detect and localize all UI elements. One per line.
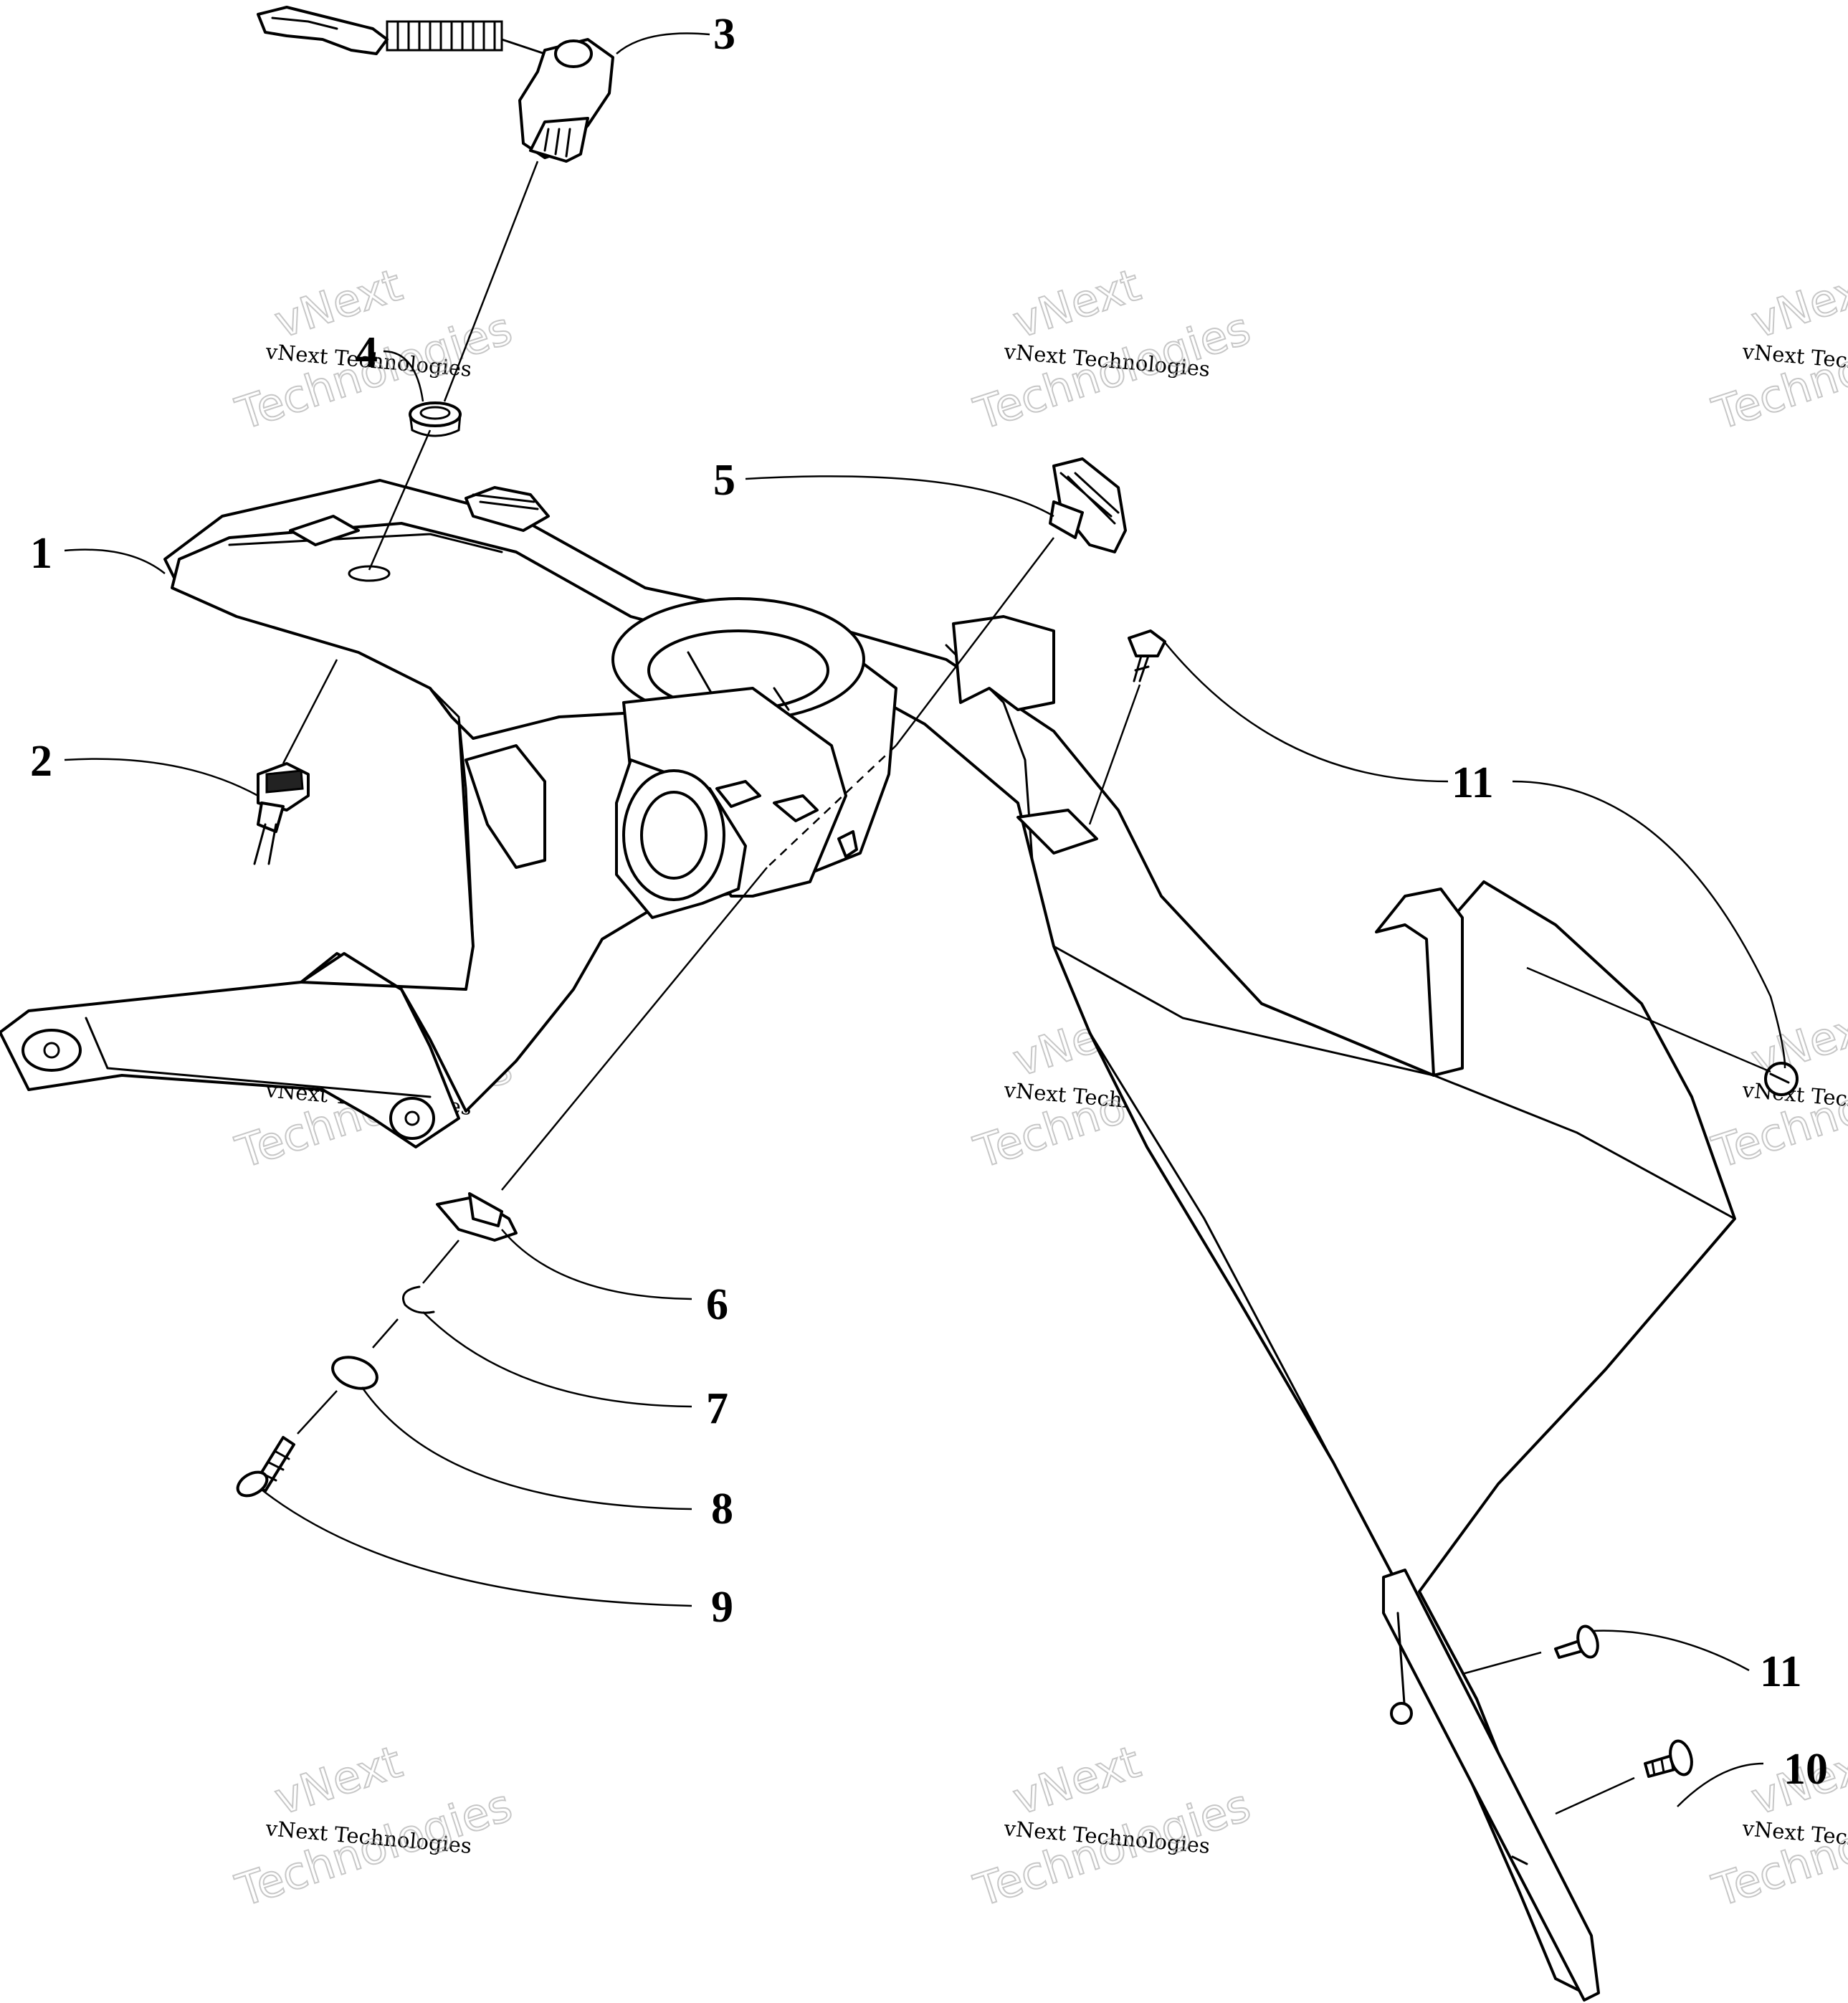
watermark-bottom: Technologies: [229, 1779, 518, 1917]
watermark-top: vNext: [268, 259, 408, 348]
callout-8: 8: [711, 1485, 733, 1533]
callout-7: 7: [706, 1384, 728, 1433]
button-cap-part: [1049, 457, 1127, 553]
callout-6: 6: [706, 1280, 728, 1329]
screw-part-10: [1644, 1739, 1693, 1778]
nut-part: [409, 401, 462, 437]
screw-part-11-lower: [1554, 1624, 1599, 1659]
screw-part-11-upper: [1128, 629, 1166, 682]
callout-leaders: [64, 32, 1786, 1807]
watermark: vNext vNext Technologies Technologies: [967, 258, 1257, 441]
key-lanyard-part: [257, 6, 614, 163]
watermark-bottom: Technologies: [968, 302, 1256, 440]
spring-clip-part: [402, 1285, 435, 1314]
console-part: [0, 479, 897, 1148]
switch-part: [253, 762, 310, 865]
watermark-top: vNext: [1006, 1736, 1146, 1825]
assembly-lines: [282, 161, 1771, 1815]
watermark-top: vNext: [1745, 259, 1848, 348]
callout-11-lower: 11: [1760, 1647, 1802, 1696]
side-panel-part: [780, 615, 1736, 2002]
bolt-part: [236, 1436, 295, 1498]
screw-part-11-right: [1764, 1062, 1799, 1096]
callout-2: 2: [30, 737, 52, 786]
callout-3: 3: [713, 10, 735, 59]
callout-1: 1: [30, 529, 52, 578]
clip-part: [436, 1192, 518, 1242]
watermark: vNext vNext Technologies Technologies: [1705, 258, 1848, 441]
watermark-top: vNext: [268, 1736, 408, 1825]
callout-5: 5: [713, 456, 735, 505]
washer-part: [331, 1356, 378, 1390]
callout-labels: 1 2 3 4 5 6 7 8 9 10 11 11: [30, 10, 1828, 1794]
watermark: vNext vNext Technologies Technologies: [967, 1735, 1257, 1918]
callout-11-upper: 11: [1452, 758, 1494, 807]
callout-9: 9: [711, 1583, 733, 1632]
callout-4: 4: [356, 328, 378, 377]
watermark: vNext vNext Technologies Technologies: [229, 1735, 518, 1918]
callout-10: 10: [1783, 1745, 1828, 1794]
watermark-bottom: Technologies: [968, 1779, 1256, 1917]
watermark-top: vNext: [1006, 259, 1146, 348]
